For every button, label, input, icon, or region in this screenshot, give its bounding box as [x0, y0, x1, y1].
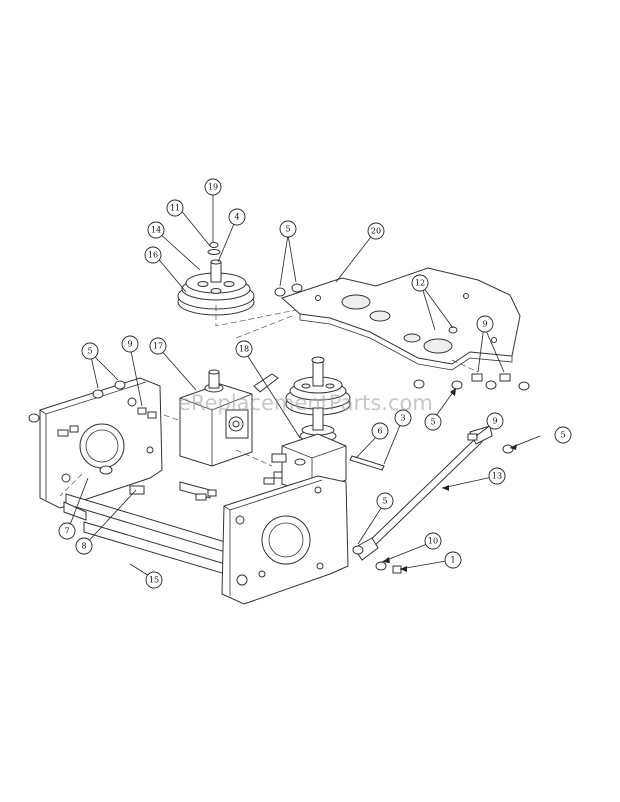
watermark-text: eReplacementParts.com — [178, 391, 433, 415]
callout-5: 5 — [279, 220, 297, 238]
callout-label: 3 — [400, 414, 405, 423]
callout-5: 5 — [424, 413, 442, 431]
callout-label: 18 — [239, 345, 249, 354]
callout-20: 20 — [367, 222, 385, 240]
callout-label: 17 — [153, 342, 163, 351]
callout-label: 7 — [64, 527, 69, 536]
callout-label: 9 — [127, 340, 132, 349]
callout-label: 16 — [148, 251, 158, 260]
mid-pulley-assembly — [285, 356, 351, 443]
callout-label: 20 — [371, 227, 381, 236]
callout-7: 7 — [58, 522, 76, 540]
callout-6: 6 — [371, 422, 389, 440]
top-pulley-assembly — [177, 242, 297, 327]
callout-9: 9 — [476, 315, 494, 333]
callout-label: 11 — [170, 204, 180, 213]
callout-label: 9 — [482, 320, 487, 329]
callout-5: 5 — [554, 426, 572, 444]
callout-1: 1 — [444, 551, 462, 569]
callout-label: 13 — [492, 472, 502, 481]
gearbox-unit — [149, 369, 279, 467]
callout-3: 3 — [394, 409, 412, 427]
callout-label: 4 — [234, 213, 239, 222]
callout-13: 13 — [488, 467, 506, 485]
callout-label: 14 — [151, 226, 161, 235]
left-side-plate — [39, 377, 163, 509]
callout-9: 9 — [121, 335, 139, 353]
callout-label: 5 — [560, 431, 565, 440]
callouts: 19 11 4 14 16 5 20 12 9 5 9 17 18 6 3 5 … — [58, 178, 572, 589]
callout-label: 5 — [382, 497, 387, 506]
callout-label: 5 — [87, 347, 92, 356]
callout-label: 1 — [450, 556, 455, 565]
callout-label: 10 — [428, 537, 438, 546]
callout-label: 19 — [208, 183, 218, 192]
callout-label: 9 — [492, 417, 497, 426]
upper-mounting-plate — [235, 267, 521, 373]
linkage-rod — [349, 425, 514, 574]
right-plate-bolts — [195, 471, 283, 501]
callout-label: 5 — [430, 418, 435, 427]
callout-19: 19 — [204, 178, 222, 196]
callout-14: 14 — [147, 221, 165, 239]
callout-5: 5 — [81, 342, 99, 360]
left-plate-bolts — [28, 380, 157, 495]
callout-8: 8 — [75, 537, 93, 555]
callout-11: 11 — [166, 199, 184, 217]
callout-5: 5 — [376, 492, 394, 510]
callout-label: 8 — [81, 542, 86, 551]
right-side-plate — [221, 475, 349, 605]
plate-hardware — [274, 283, 530, 391]
callout-label: 12 — [415, 279, 425, 288]
callout-17: 17 — [149, 337, 167, 355]
callout-10: 10 — [424, 532, 442, 550]
arrow-heads — [382, 388, 517, 572]
callout-15: 15 — [145, 571, 163, 589]
callout-4: 4 — [228, 208, 246, 226]
callout-label: 5 — [285, 225, 290, 234]
callout-12: 12 — [411, 274, 429, 292]
callout-label: 6 — [377, 427, 382, 436]
callout-16: 16 — [144, 246, 162, 264]
callout-18: 18 — [235, 340, 253, 358]
callout-label: 15 — [149, 576, 159, 585]
callout-9: 9 — [486, 412, 504, 430]
